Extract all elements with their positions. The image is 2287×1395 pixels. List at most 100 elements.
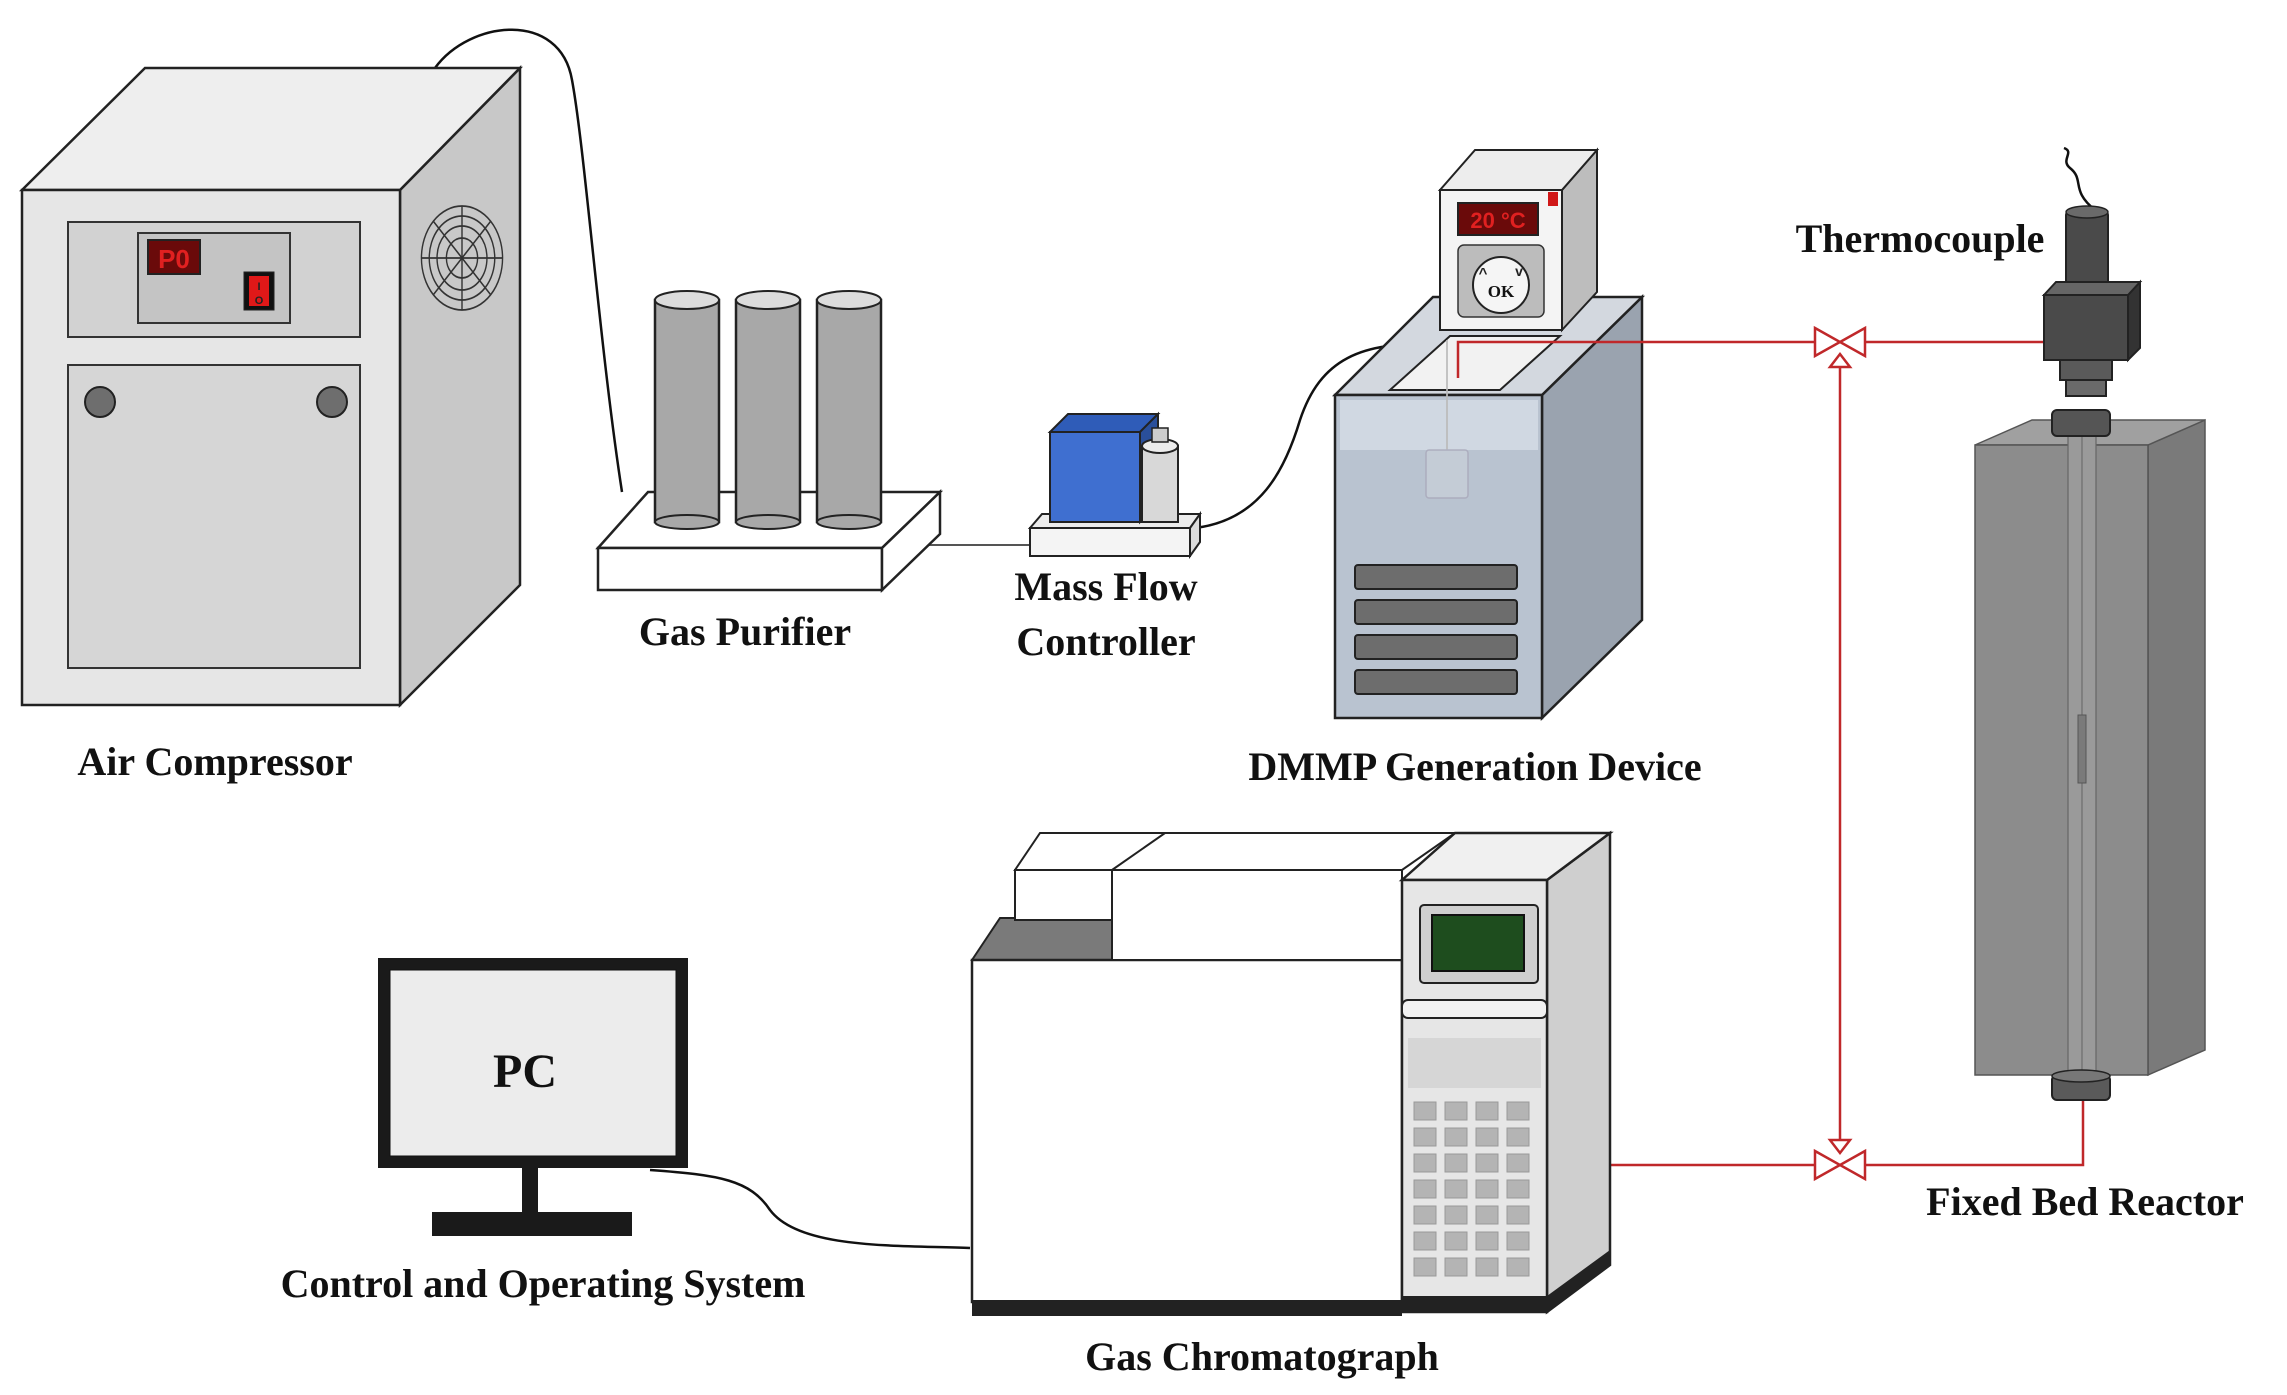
- fixed-bed-reactor: Fixed Bed Reactor: [1926, 418, 2244, 1224]
- air-compressor-label: Air Compressor: [77, 739, 352, 784]
- gas-lines: [1456, 340, 2085, 1167]
- gc-keypad-key: [1413, 1231, 1437, 1251]
- fan-grille-icon: [420, 205, 504, 311]
- bath-vent-slot-4: [1354, 669, 1518, 695]
- gc-keypad-key: [1413, 1127, 1437, 1147]
- gc-keypad-key: [1506, 1205, 1530, 1225]
- compressor-to-purifier-cable: [433, 28, 624, 493]
- pc-monitor-neck: [522, 1168, 538, 1213]
- thermocouple-probe-cap: [2065, 205, 2109, 219]
- gc-keypad-key: [1413, 1205, 1437, 1225]
- thermocouple-fitting-top: [2041, 281, 2143, 296]
- gc-tower-base-stripe: [1402, 1296, 1547, 1312]
- cables: [433, 28, 1441, 1250]
- gc-oven-top: [1108, 832, 1459, 871]
- thermocouple-probe-head: [2065, 211, 2109, 285]
- bath-outlet-line: [1456, 340, 1815, 378]
- gc-keypad: [1413, 1101, 1530, 1277]
- controller-indicator-led: [1548, 192, 1558, 206]
- controller-display-text: 20 °C: [1470, 208, 1525, 233]
- gas-chromatograph: Gas Chromatograph: [970, 830, 1614, 1379]
- gc-keypad-key: [1506, 1101, 1530, 1121]
- switch-off-mark: O: [255, 295, 264, 307]
- thermocouple-wire: [2063, 146, 2096, 211]
- mfc-base-front: [1029, 527, 1191, 557]
- valve-top-icon: [1813, 325, 1867, 369]
- reactor-catalyst-bed: [2077, 714, 2087, 784]
- reactor-front-face: [1974, 444, 2149, 1076]
- reactor-bottom-fitting: [2051, 1069, 2111, 1101]
- gc-keypad-key: [1444, 1127, 1468, 1147]
- gas-purifier-label: Gas Purifier: [639, 609, 851, 654]
- air-compressor: P0 I O Air Compressor: [18, 64, 523, 784]
- gc-screen: [1431, 914, 1525, 972]
- gc-keypad-key: [1413, 1101, 1437, 1121]
- thermocouple-nut-1: [2059, 359, 2113, 381]
- controller-display: [1457, 202, 1539, 236]
- compressor-lower-panel: [67, 364, 361, 669]
- purifier-cylinder-2: [734, 290, 802, 530]
- controller-ok-button: [1472, 256, 1530, 314]
- bath-vent-slot-2: [1354, 599, 1518, 625]
- mfc-valve-cylinder: [1141, 427, 1179, 523]
- fixed-bed-reactor-label: Fixed Bed Reactor: [1926, 1179, 2244, 1224]
- bath-liquid-highlight: [1340, 400, 1538, 450]
- gc-keypad-key: [1506, 1127, 1530, 1147]
- gc-keypad-key: [1506, 1153, 1530, 1173]
- gc-keypad-key: [1475, 1101, 1499, 1121]
- gc-keypad-key: [1444, 1231, 1468, 1251]
- controller-up-mark: ^: [1479, 265, 1488, 282]
- gc-keypad-key: [1444, 1179, 1468, 1199]
- pc-screen-text: PC: [493, 1045, 557, 1098]
- gc-keypad-key: [1444, 1153, 1468, 1173]
- dmmp-device-label: DMMP Generation Device: [1248, 744, 1701, 789]
- gc-keypad-key: [1475, 1205, 1499, 1225]
- gc-keypad-key: [1475, 1153, 1499, 1173]
- gc-tower-panel-band: [1408, 1038, 1541, 1088]
- gc-keypad-key: [1444, 1257, 1468, 1277]
- gc-keypad-key: [1506, 1179, 1530, 1199]
- controller-ok-text: OK: [1488, 282, 1515, 301]
- pc-monitor-screen: [389, 969, 677, 1157]
- purifier-cylinder-1: [653, 290, 721, 530]
- mfc-label-line2: Controller: [1016, 619, 1195, 664]
- switch-on-mark: I: [257, 281, 260, 293]
- compressor-knob-right: [316, 386, 348, 418]
- purifier-base-side: [880, 489, 942, 593]
- gc-keypad-key: [1444, 1101, 1468, 1121]
- mass-flow-controller: Mass Flow Controller: [1014, 411, 1202, 664]
- gc-keypad-key: [1413, 1153, 1437, 1173]
- gc-keypad-key: [1506, 1231, 1530, 1251]
- mfc-base-side: [1189, 510, 1201, 560]
- mfc-label-line1: Mass Flow: [1014, 564, 1197, 609]
- reactor-side-face: [2147, 418, 2206, 1077]
- control-system-label: Control and Operating System: [281, 1261, 806, 1306]
- gc-main-base-stripe: [972, 1300, 1402, 1316]
- gas-chromatograph-label: Gas Chromatograph: [1085, 1334, 1439, 1379]
- thermocouple-label: Thermocouple: [1796, 216, 2045, 261]
- dmmp-vial: [1425, 340, 1469, 499]
- gc-keypad-key: [1413, 1179, 1437, 1199]
- bath-opening: [1387, 335, 1563, 391]
- controller-down-mark: v: [1515, 263, 1523, 279]
- pc: PC Control and Operating System: [281, 958, 806, 1306]
- purifier-cylinder-3: [815, 290, 883, 530]
- gc-keypad-key: [1444, 1205, 1468, 1225]
- bath-vent-slot-3: [1354, 634, 1518, 660]
- thermocouple: Thermocouple: [1796, 146, 2143, 437]
- thermocouple-nut-2: [2065, 379, 2107, 397]
- gc-oven-front: [1111, 869, 1403, 961]
- gc-keypad-key: [1475, 1127, 1499, 1147]
- mfc-to-bath-cable: [1194, 343, 1441, 530]
- thermocouple-fitting: [2043, 294, 2129, 361]
- dmmp-generation-device: 20 °C ^ v OK DMMP Generation Device: [1248, 147, 1702, 789]
- gc-tower-ledge: [1401, 999, 1548, 1019]
- thermocouple-nut-3: [2051, 409, 2111, 437]
- compressor-power-switch-rocker: [249, 276, 269, 306]
- gc-keypad-key: [1413, 1257, 1437, 1277]
- gc-tower-side-base: [1547, 1250, 1610, 1312]
- valve-bottom-icon: [1813, 1138, 1867, 1182]
- gas-purifier: Gas Purifier: [595, 290, 944, 654]
- gc-tower-side: [1545, 830, 1612, 1315]
